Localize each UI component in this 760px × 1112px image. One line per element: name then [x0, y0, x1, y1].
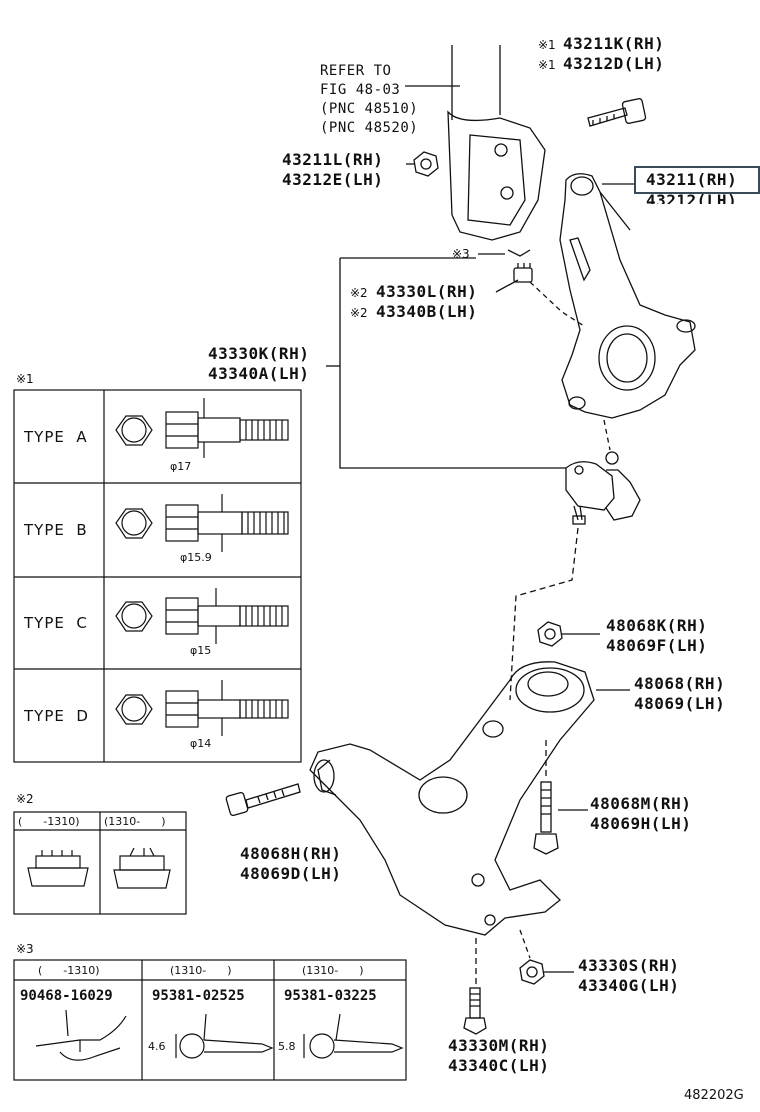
- strut-assembly: [405, 45, 546, 241]
- steering-knuckle: [559, 173, 696, 419]
- bolt-type-a: [115, 398, 289, 458]
- label-joint-lh[interactable]: 43340A(LH): [208, 364, 310, 383]
- top-bolt: [587, 98, 647, 127]
- label-arm-nut-rh[interactable]: 48068K(RH): [606, 616, 708, 635]
- type-b-dim: φ15.9: [180, 551, 212, 564]
- label-joint-rh[interactable]: 43330K(RH): [208, 344, 310, 363]
- type-a-dim: φ17: [170, 460, 192, 473]
- label-nut2-lh[interactable]: 43340B(LH): [376, 302, 478, 321]
- bolt-type-c: [115, 588, 289, 644]
- castle-nut-old: [27, 850, 89, 887]
- type-c-label: TYPE C: [24, 614, 88, 632]
- note2-table: [13, 811, 187, 915]
- mark-note1-a: ※1: [538, 38, 556, 52]
- type-b-label: TYPE B: [24, 521, 88, 539]
- note2-header-2: (1310- ): [104, 815, 166, 828]
- cotter-pin-46: [175, 1013, 274, 1059]
- label-knuckle-rh[interactable]: 43211(RH): [646, 170, 738, 189]
- refer-line-2: FIG 48-03: [320, 82, 401, 98]
- note3-dim-3: 5.8: [278, 1040, 296, 1053]
- note3-part-1[interactable]: 90468-16029: [20, 988, 113, 1004]
- note3-part-2[interactable]: 95381-02525: [152, 988, 245, 1004]
- label-bolt-m-rh[interactable]: 48068M(RH): [590, 794, 692, 813]
- mark-note2-a: ※2: [350, 286, 368, 300]
- label-arm-nut-lh[interactable]: 48069F(LH): [606, 636, 708, 655]
- strut-nut: [406, 151, 439, 177]
- leader-joint: [339, 258, 566, 469]
- highlight-box: [634, 166, 760, 194]
- note1-mark: ※1: [16, 372, 34, 386]
- note3-header-2: (1310- ): [170, 964, 232, 977]
- castle-nut-new: [113, 847, 171, 889]
- label-bolt-h-rh[interactable]: 48068H(RH): [240, 844, 342, 863]
- label-nut-lh[interactable]: 43212E(LH): [282, 170, 384, 189]
- note3-dim-2: 4.6: [148, 1040, 166, 1053]
- mark-note3: ※3: [452, 247, 470, 261]
- ball-joint: [509, 419, 641, 701]
- label-bolt-top-lh[interactable]: 43212D(LH): [563, 54, 665, 73]
- bolt-type-d: [115, 680, 289, 736]
- note3-part-3[interactable]: 95381-03225: [284, 988, 377, 1004]
- label-bolt-b-rh[interactable]: 43330M(RH): [448, 1036, 550, 1055]
- castle-nut-top: [495, 263, 585, 327]
- note2-mark: ※2: [16, 792, 34, 806]
- cotter-pin-top: [478, 249, 531, 257]
- arm-bolt-front: [225, 783, 301, 817]
- type-a-label: TYPE A: [24, 428, 88, 446]
- mark-note1-b: ※1: [538, 58, 556, 72]
- arm-bolt-rear: [533, 740, 588, 855]
- note3-header-3: (1310- ): [302, 964, 364, 977]
- label-bolt-b-lh[interactable]: 43340C(LH): [448, 1056, 550, 1075]
- label-bolt-h-lh[interactable]: 48069D(LH): [240, 864, 342, 883]
- note2-header-1: ( -1310): [18, 815, 80, 828]
- note3-header-1: ( -1310): [38, 964, 100, 977]
- label-knuckle-lh[interactable]: 43212(LH): [646, 191, 738, 210]
- mark-note2-b: ※2: [350, 306, 368, 320]
- cotter-old: [35, 1009, 127, 1061]
- refer-line-4: (PNC 48520): [320, 120, 419, 136]
- type-d-label: TYPE D: [24, 707, 89, 725]
- arm-nut: [537, 621, 600, 647]
- label-arm-rh[interactable]: 48068(RH): [634, 674, 726, 693]
- label-nut-rh[interactable]: 43211L(RH): [282, 150, 384, 169]
- bolt-type-b: [115, 494, 289, 552]
- figure-number: 482202G: [684, 1088, 744, 1103]
- type-d-dim: φ14: [190, 737, 212, 750]
- label-nut-s-lh[interactable]: 43340G(LH): [578, 976, 680, 995]
- label-bolt-top-rh[interactable]: 43211K(RH): [563, 34, 665, 53]
- lower-control-arm: [309, 661, 630, 936]
- label-nut-s-rh[interactable]: 43330S(RH): [578, 956, 680, 975]
- note1-table: [13, 389, 302, 763]
- refer-line-1: REFER TO: [320, 63, 392, 79]
- label-nut2-rh[interactable]: 43330L(RH): [376, 282, 478, 301]
- lower-nut: [519, 929, 574, 985]
- type-c-dim: φ15: [190, 644, 212, 657]
- note3-table: [13, 959, 407, 1081]
- label-bolt-m-lh[interactable]: 48069H(LH): [590, 814, 692, 833]
- refer-line-3: (PNC 48510): [320, 101, 419, 117]
- label-arm-lh[interactable]: 48069(LH): [634, 694, 726, 713]
- lower-bolt: [463, 938, 487, 1035]
- note3-mark: ※3: [16, 942, 34, 956]
- cotter-pin-58: [303, 1013, 404, 1059]
